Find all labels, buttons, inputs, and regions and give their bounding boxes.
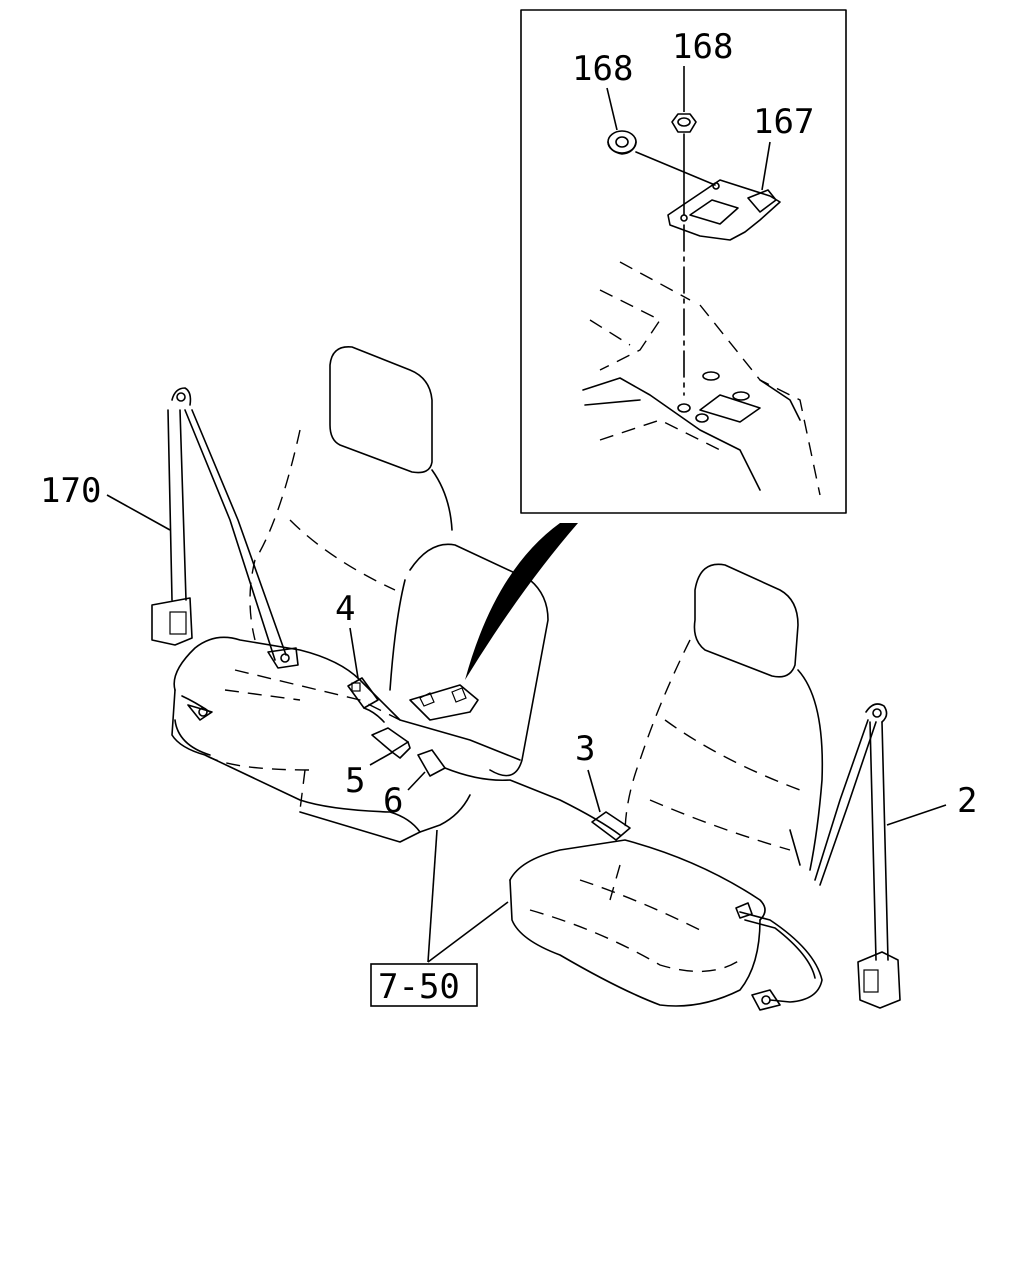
left-bench-seat bbox=[171, 346, 549, 843]
callout-170: 170 bbox=[40, 471, 101, 511]
reference-box bbox=[370, 963, 478, 1007]
nut-168-top bbox=[671, 113, 697, 133]
callout-5: 5 bbox=[345, 761, 365, 801]
right-cushion-top bbox=[509, 839, 766, 921]
buckle-5: 5 bbox=[345, 727, 411, 801]
buckle-3: 3 bbox=[575, 729, 631, 841]
reference-7-50: 7-50 bbox=[370, 829, 509, 1007]
detail-pointer-wedge bbox=[465, 523, 578, 680]
retractor-170 bbox=[151, 597, 193, 646]
retractor-2 bbox=[857, 951, 901, 1009]
callout-168-top: 168 bbox=[672, 27, 733, 67]
callout-3: 3 bbox=[575, 729, 595, 769]
floor-panel-sketch bbox=[582, 261, 821, 496]
buckle-6: 6 bbox=[383, 749, 621, 836]
right-seat bbox=[509, 563, 824, 1007]
middle-backrest bbox=[409, 543, 549, 777]
callout-167: 167 bbox=[753, 102, 814, 142]
left-cushion-front bbox=[171, 689, 421, 843]
callout-168-left: 168 bbox=[572, 49, 633, 89]
seat-mount-bracket bbox=[409, 684, 479, 721]
reference-label: 7-50 bbox=[378, 967, 460, 1007]
callout-2: 2 bbox=[957, 781, 977, 821]
seat-belt-170: 170 bbox=[40, 387, 299, 721]
seat-belt-2: 2 bbox=[735, 703, 977, 1011]
left-headrest bbox=[329, 346, 433, 474]
buckle-4: 4 bbox=[335, 589, 385, 723]
inset-frame bbox=[520, 9, 847, 514]
right-cushion-front bbox=[509, 879, 761, 1007]
right-headrest bbox=[693, 563, 799, 678]
bracket-167 bbox=[667, 141, 781, 241]
left-cushion-top bbox=[173, 636, 521, 761]
inset-detail: 168 168 167 bbox=[520, 9, 847, 514]
nut-168-left bbox=[607, 130, 637, 155]
callout-4: 4 bbox=[335, 589, 355, 629]
callout-6: 6 bbox=[383, 781, 403, 821]
